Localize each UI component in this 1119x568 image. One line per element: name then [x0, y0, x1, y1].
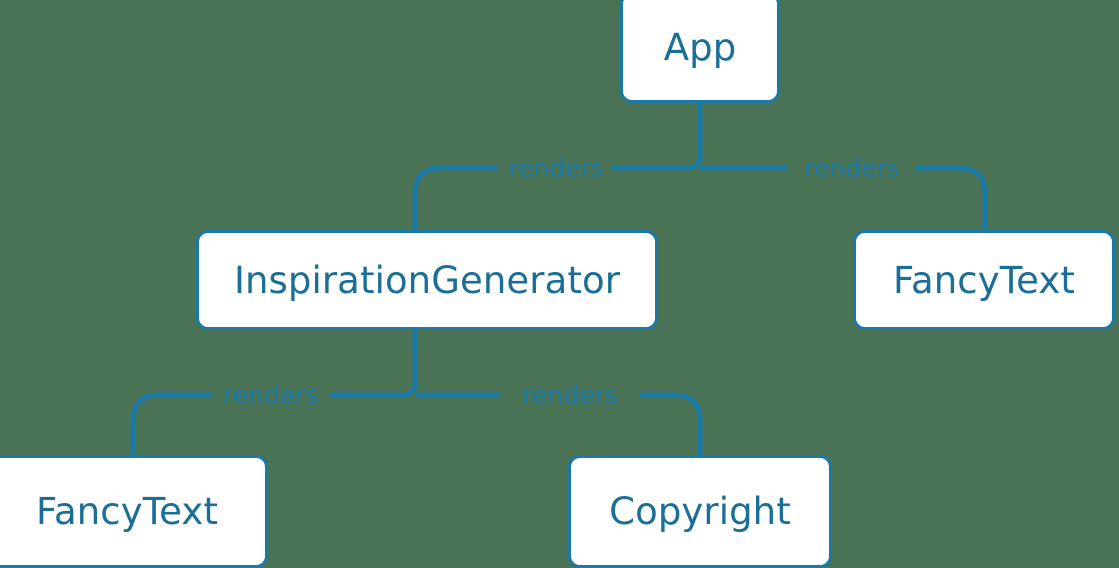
edge-app-stem: [612, 103, 703, 171]
edge-app-to-fancyright: [916, 165, 988, 230]
node-fancytext-left-label: FancyText: [36, 490, 218, 533]
edge-inspgen-to-fancyleft: [130, 392, 212, 455]
edge-app-to-inspgen: [412, 165, 497, 230]
node-copyright[interactable]: Copyright: [568, 455, 832, 568]
node-copyright-label: Copyright: [609, 490, 791, 533]
node-app[interactable]: App: [620, 0, 780, 103]
node-inspiration-generator[interactable]: InspirationGenerator: [196, 230, 658, 330]
node-fancytext-left[interactable]: FancyText: [0, 455, 268, 568]
node-fancytext-right[interactable]: FancyText: [853, 230, 1115, 330]
node-inspiration-generator-label: InspirationGenerator: [233, 258, 621, 302]
edge-inspgen-to-copyright: [640, 392, 703, 455]
node-app-label: App: [663, 26, 737, 69]
edge-label-inspgen-to-fancytext-left: renders: [223, 380, 319, 410]
node-fancytext-right-label: FancyText: [893, 258, 1075, 302]
edge-label-app-to-inspgen: renders: [508, 153, 604, 183]
edge-label-app-to-fancytext-right: renders: [804, 153, 900, 183]
edge-inspgen-stem: [330, 330, 418, 398]
edge-label-inspgen-to-copyright: renders: [522, 380, 618, 410]
